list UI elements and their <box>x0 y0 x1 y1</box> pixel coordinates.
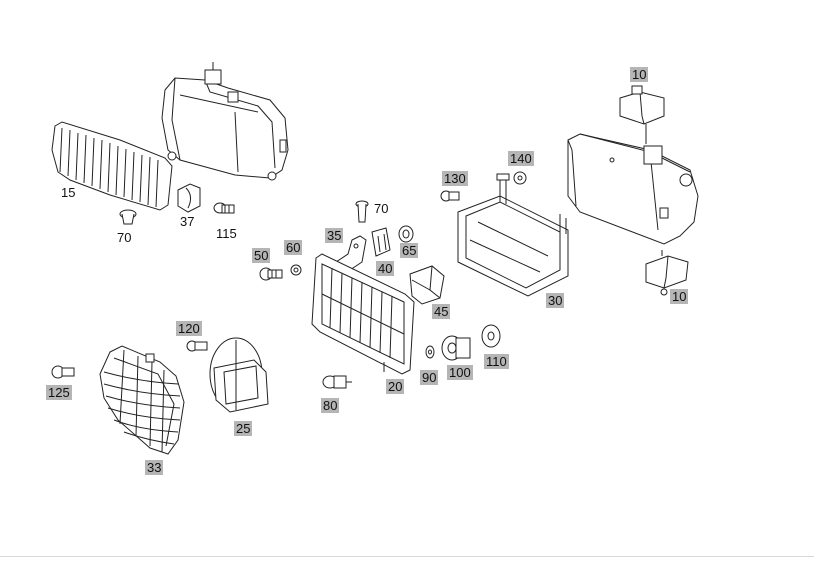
mount-25[interactable] <box>209 337 269 413</box>
label-15[interactable]: 15 <box>61 185 76 200</box>
label-140[interactable]: 140 <box>508 151 534 166</box>
label-70-left[interactable]: 70 <box>117 230 132 245</box>
label-90[interactable]: 90 <box>420 370 439 385</box>
label-125[interactable]: 125 <box>46 385 72 400</box>
label-33[interactable]: 33 <box>145 460 164 475</box>
clip-40[interactable] <box>371 227 391 257</box>
grille-15[interactable] <box>51 121 173 211</box>
label-120[interactable]: 120 <box>176 321 202 336</box>
label-20[interactable]: 20 <box>386 379 405 394</box>
rivet-70-left[interactable] <box>119 209 137 225</box>
label-115[interactable]: 115 <box>216 226 237 241</box>
label-65[interactable]: 65 <box>400 243 419 258</box>
nut-65[interactable] <box>398 225 414 243</box>
screw-120[interactable] <box>186 340 208 352</box>
label-25[interactable]: 25 <box>234 421 253 436</box>
label-37[interactable]: 37 <box>180 214 195 229</box>
screw-125[interactable] <box>51 365 75 379</box>
label-50[interactable]: 50 <box>252 248 271 263</box>
washer-140[interactable] <box>513 171 527 185</box>
label-40[interactable]: 40 <box>376 261 395 276</box>
label-80[interactable]: 80 <box>321 398 340 413</box>
headlamp-housing[interactable] <box>161 62 289 181</box>
adjuster-100[interactable] <box>441 335 471 361</box>
clip-37[interactable] <box>177 183 201 213</box>
bracket-10-top[interactable] <box>619 85 665 144</box>
label-30[interactable]: 30 <box>546 293 565 308</box>
label-45[interactable]: 45 <box>432 304 451 319</box>
label-130[interactable]: 130 <box>442 171 468 186</box>
washer-90[interactable] <box>425 345 435 359</box>
label-110[interactable]: 110 <box>484 354 509 369</box>
label-35[interactable]: 35 <box>325 228 344 243</box>
fastener-80[interactable] <box>322 375 352 389</box>
grille-20[interactable] <box>311 253 415 375</box>
washer-110[interactable] <box>481 324 501 348</box>
grille-15-slats <box>59 127 159 208</box>
grille-33[interactable] <box>99 345 185 455</box>
bracket-30[interactable] <box>457 173 569 297</box>
screw-115[interactable] <box>213 202 235 214</box>
label-70-middle[interactable]: 70 <box>374 201 389 216</box>
label-60[interactable]: 60 <box>284 240 303 255</box>
label-100[interactable]: 100 <box>447 365 473 380</box>
label-10-bottom[interactable]: 10 <box>670 289 689 304</box>
cover-45[interactable] <box>409 265 445 305</box>
screw-130[interactable] <box>440 190 460 202</box>
grille-33-bars <box>103 349 181 453</box>
fog-lamp[interactable] <box>567 133 699 245</box>
label-10-top[interactable]: 10 <box>630 67 649 82</box>
bottom-divider <box>0 556 814 557</box>
bracket-10-bottom[interactable] <box>645 250 689 296</box>
grille-20-bars <box>321 267 405 359</box>
bolt-50[interactable] <box>259 267 283 281</box>
washer-60[interactable] <box>290 264 302 276</box>
rivet-70-middle[interactable] <box>355 200 369 223</box>
